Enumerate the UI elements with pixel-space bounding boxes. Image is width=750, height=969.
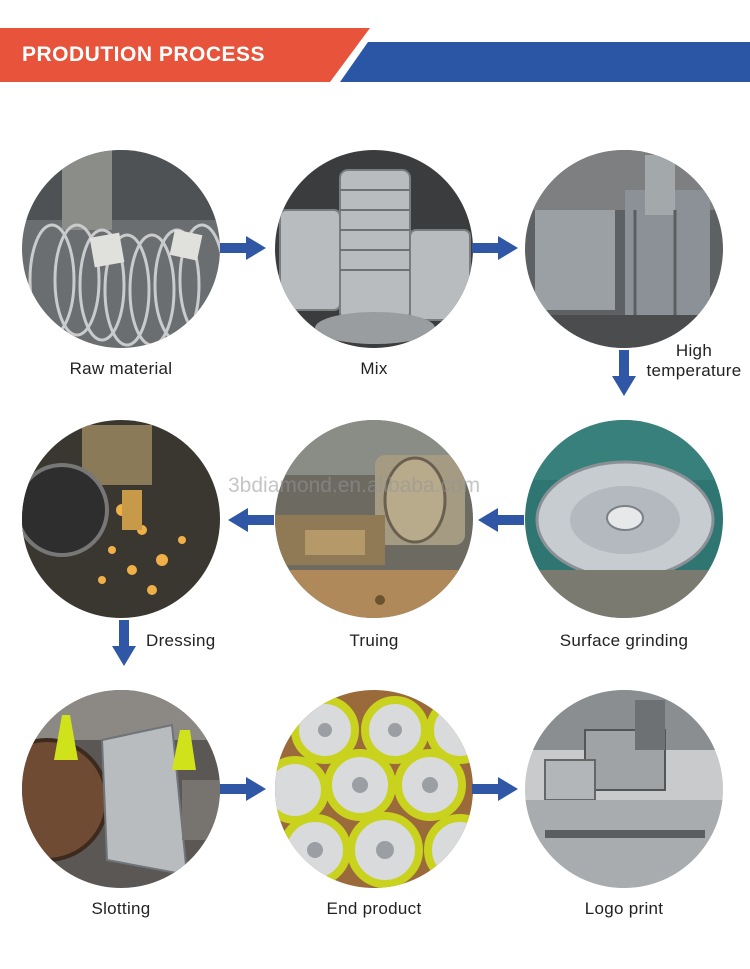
banner-red-strip xyxy=(0,28,370,82)
section-title: PRODUTION PROCESS xyxy=(22,43,266,66)
step-label: Raw material xyxy=(69,359,173,378)
section-banner: PRODUTION PROCESS xyxy=(0,28,750,82)
photo-high-temperature xyxy=(525,150,723,348)
step-label: Logo print xyxy=(584,899,664,918)
photo-surface-grinding xyxy=(525,420,723,618)
step-label: Dressing xyxy=(146,631,216,650)
step-label: Truing xyxy=(349,631,399,650)
photo-mix xyxy=(275,150,473,348)
photo-dressing xyxy=(22,420,220,618)
step-label-high-temperature: High temperature xyxy=(640,341,748,381)
arrow-right-icon xyxy=(472,777,518,801)
arrow-right-icon xyxy=(220,777,266,801)
step-label: End product xyxy=(326,899,422,918)
banner-blue-strip xyxy=(340,42,750,82)
photo-raw-material xyxy=(22,150,220,348)
photo-truing xyxy=(275,420,473,618)
watermark: 3bdiamond.en.alibaba.com xyxy=(228,474,481,497)
arrow-left-icon xyxy=(478,508,524,532)
arrow-down-icon xyxy=(112,620,136,666)
arrow-down-icon xyxy=(612,350,636,396)
step-label: Slotting xyxy=(91,899,151,918)
photo-slotting xyxy=(22,690,220,888)
step-label-line: temperature xyxy=(646,361,742,380)
arrow-right-icon xyxy=(220,236,266,260)
arrow-left-icon xyxy=(228,508,274,532)
arrow-right-icon xyxy=(472,236,518,260)
step-label: Mix xyxy=(360,359,388,378)
photo-logo-print xyxy=(525,690,723,888)
step-label: Surface grinding xyxy=(559,631,689,650)
photo-end-product xyxy=(275,690,473,888)
step-label-line: High xyxy=(675,341,713,360)
